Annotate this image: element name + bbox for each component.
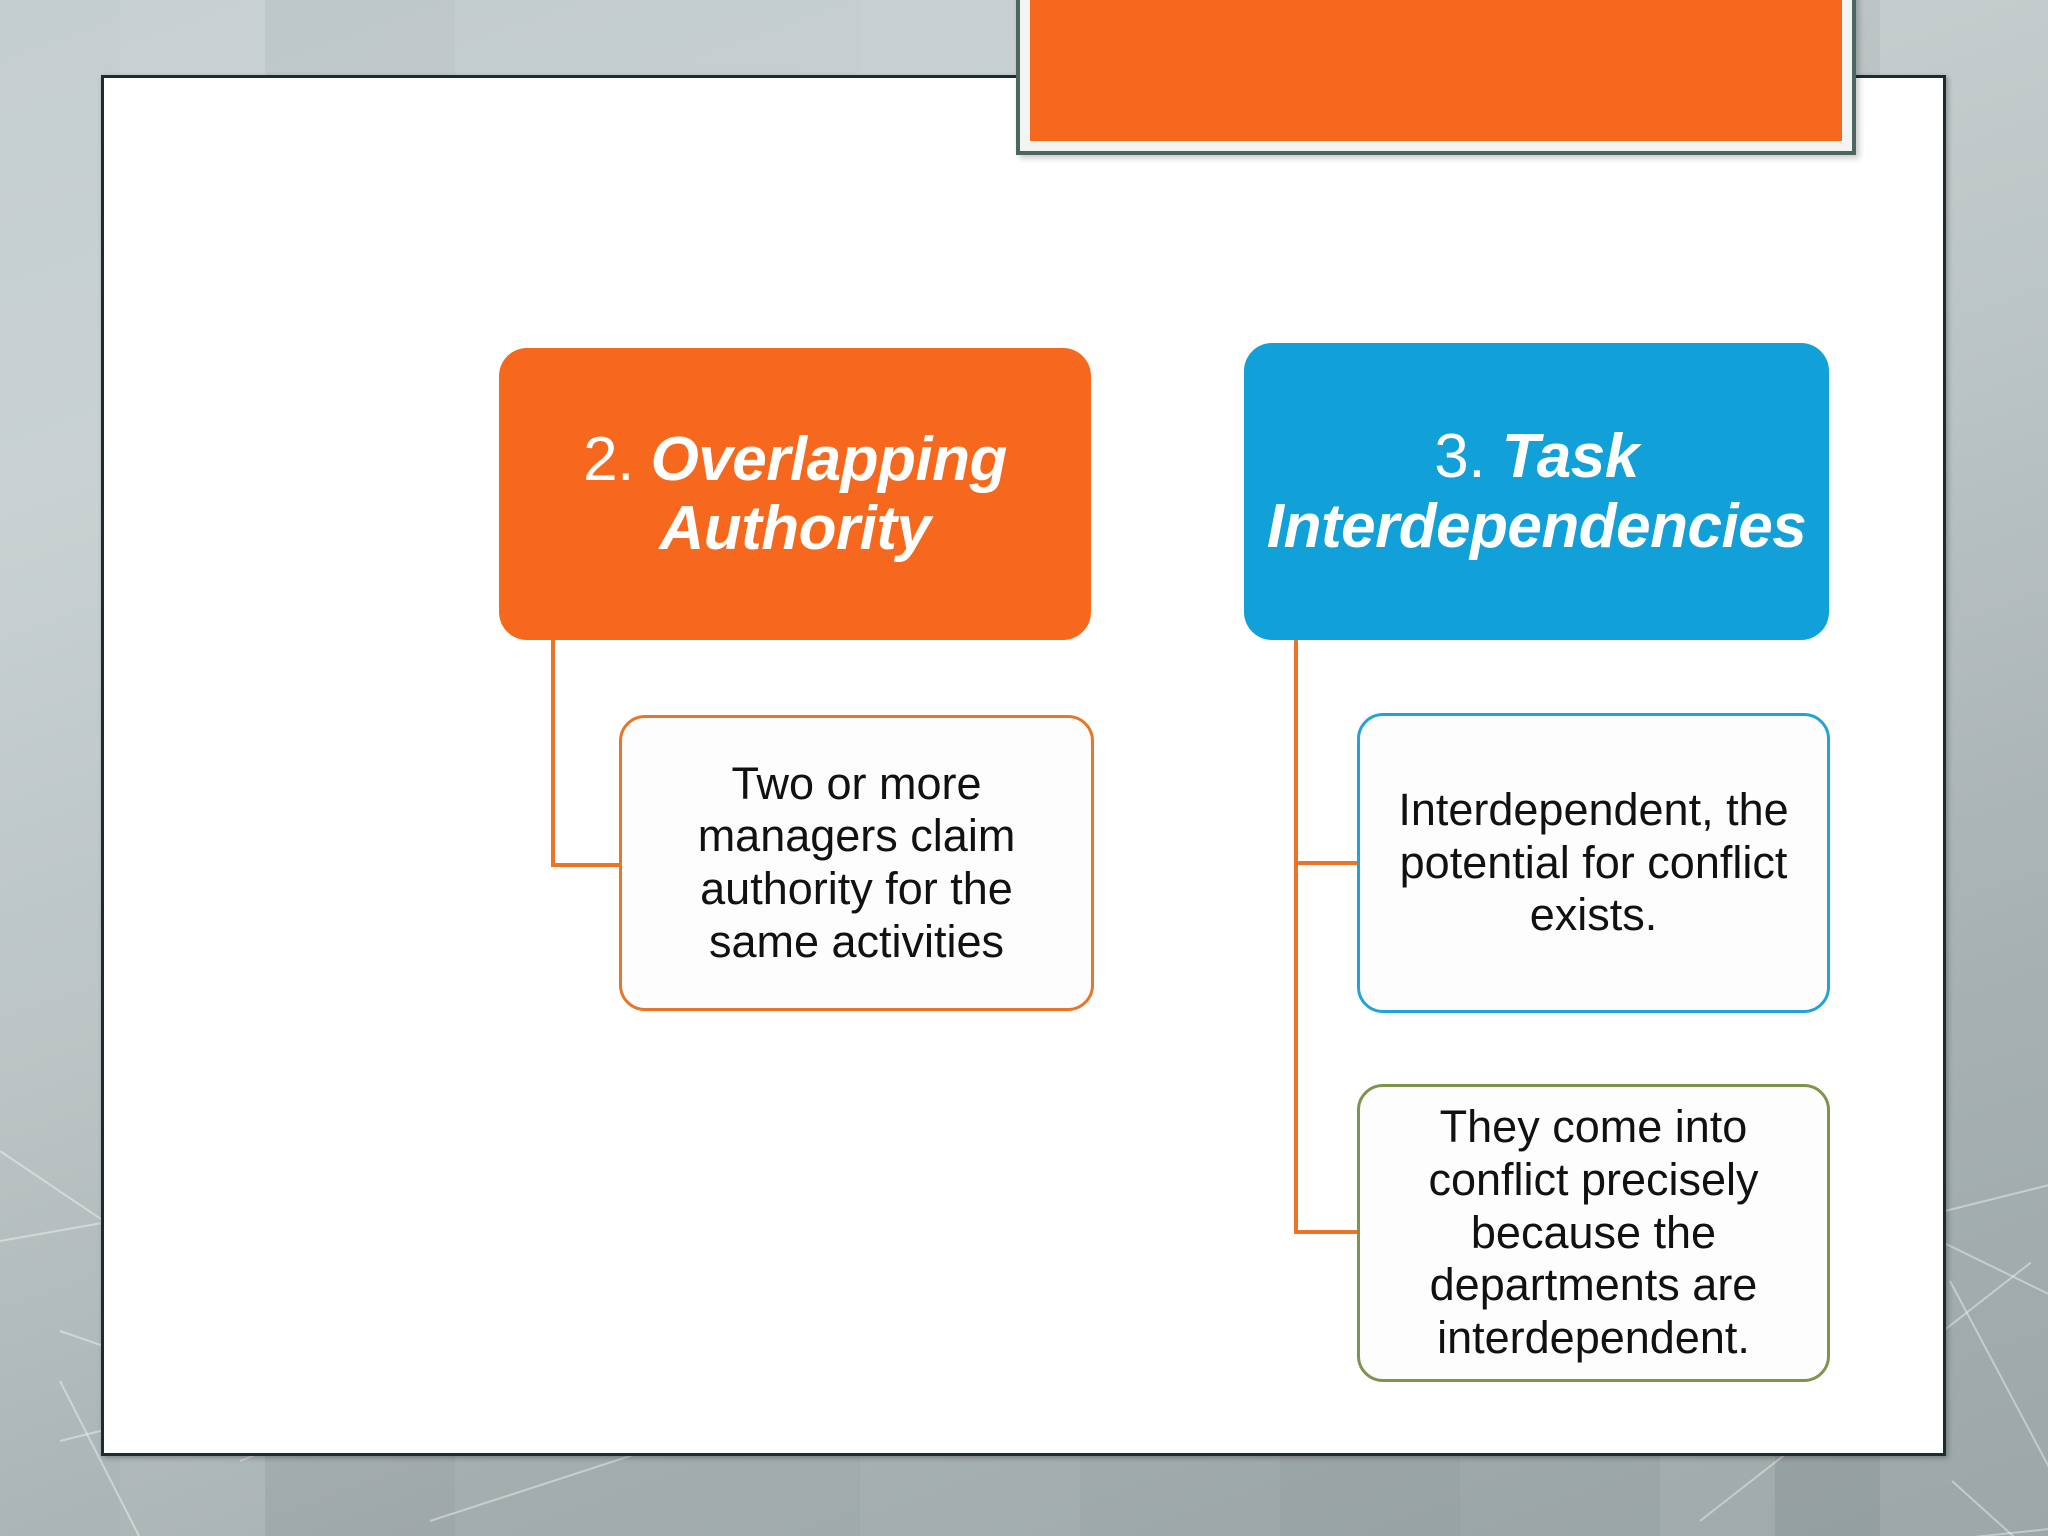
header-text-overlapping-authority: 2. Overlapping Authority xyxy=(525,425,1065,564)
slide-canvas: 2. Overlapping Authority 3. Task Interde… xyxy=(101,75,1946,1456)
connector-task-horizontal-1 xyxy=(1294,861,1361,865)
detail-text-departments-interdependent: They come into conflict precisely becaus… xyxy=(1428,1101,1759,1363)
connector-overlapping-vertical xyxy=(551,640,555,865)
detail-text-two-or-more-managers: Two or more managers claim authority for… xyxy=(697,757,1016,967)
header-number-overlapping: 2. xyxy=(583,424,634,494)
background-hairline xyxy=(1939,1240,2048,1352)
background-hairline xyxy=(1649,1519,2048,1536)
header-box-task-interdependencies[interactable]: 3. Task Interdependencies xyxy=(1244,343,1829,640)
title-banner[interactable] xyxy=(1016,0,1856,155)
diagram-container: 2. Overlapping Authority 3. Task Interde… xyxy=(104,78,1943,1453)
connector-task-horizontal-2 xyxy=(1294,1230,1361,1234)
header-number-task: 3. xyxy=(1434,422,1485,492)
connector-overlapping-horizontal xyxy=(551,863,623,867)
background-hairline xyxy=(1944,1159,2048,1212)
detail-box-potential-for-conflict[interactable]: Interdependent, the potential for confli… xyxy=(1357,713,1830,1013)
background-hairline xyxy=(1951,1480,2048,1536)
connector-task-vertical xyxy=(1294,640,1298,1233)
header-box-overlapping-authority[interactable]: 2. Overlapping Authority xyxy=(499,348,1091,640)
header-title-overlapping: Overlapping Authority xyxy=(650,424,1008,563)
background-hairline xyxy=(1949,1280,2048,1536)
header-title-task: Task Interdependencies xyxy=(1266,422,1807,561)
detail-box-departments-interdependent[interactable]: They come into conflict precisely becaus… xyxy=(1357,1084,1830,1382)
detail-text-potential-for-conflict: Interdependent, the potential for confli… xyxy=(1398,784,1789,941)
detail-box-two-or-more-managers[interactable]: Two or more managers claim authority for… xyxy=(619,715,1094,1011)
title-banner-fill xyxy=(1030,0,1842,141)
header-text-task-interdependencies: 3. Task Interdependencies xyxy=(1266,422,1807,561)
